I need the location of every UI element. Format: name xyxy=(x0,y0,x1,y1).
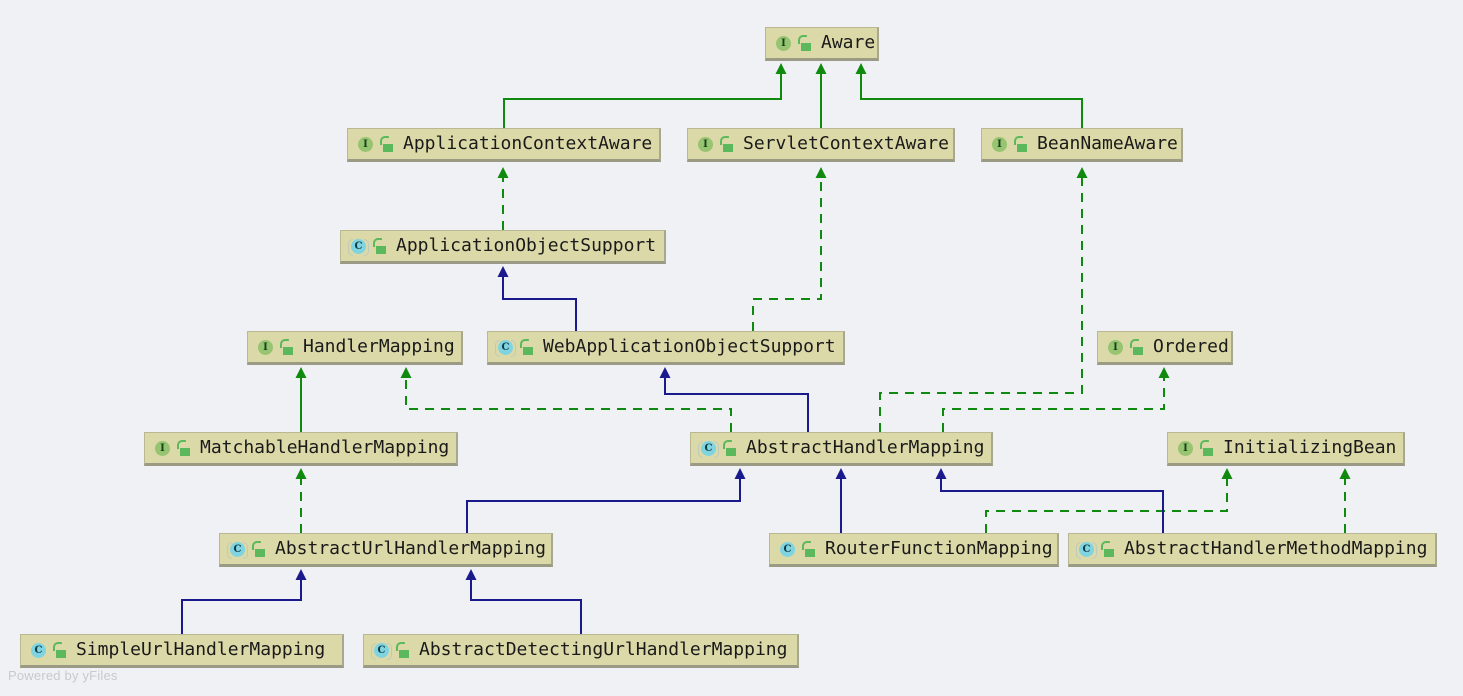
unlocked-public-icon xyxy=(53,641,67,658)
uml-node-abstractDetectingUrlHandlerMapping[interactable]: C AbstractDetectingUrlHandlerMapping xyxy=(363,634,799,668)
uml-node-applicationObjectSupport[interactable]: C ApplicationObjectSupport xyxy=(340,230,666,264)
interface-icon: I xyxy=(774,34,793,53)
edge-abstractHandlerMethodMapping-abstractHandlerMapping xyxy=(935,468,1164,533)
uml-node-label: WebApplicationObjectSupport xyxy=(543,336,836,357)
edge-webApplicationObjectSupport-servletContextAware xyxy=(752,167,827,331)
uml-node-label: AbstractUrlHandlerMapping xyxy=(275,538,546,559)
interface-icon: I xyxy=(356,135,375,154)
uml-node-label: MatchableHandlerMapping xyxy=(200,437,450,458)
type-marker: C xyxy=(351,238,366,254)
edge-abstractHandlerMapping-handlerMapping xyxy=(400,367,732,432)
type-marker: C xyxy=(701,440,716,456)
uml-node-label: RouterFunctionMapping xyxy=(825,538,1053,559)
edge-abstractHandlerMapping-ordered xyxy=(942,367,1170,432)
uml-node-label: ApplicationObjectSupport xyxy=(396,235,657,256)
unlocked-public-icon xyxy=(520,338,534,355)
uml-node-label: Aware xyxy=(821,32,876,53)
unlocked-public-icon xyxy=(380,135,394,152)
uml-node-simpleUrlHandlerMapping[interactable]: C SimpleUrlHandlerMapping xyxy=(20,634,344,668)
type-marker: I xyxy=(698,136,713,152)
interface-icon: I xyxy=(153,439,172,458)
uml-node-servletContextAware[interactable]: I ServletContextAware xyxy=(687,128,955,162)
uml-node-label: SimpleUrlHandlerMapping xyxy=(76,639,326,660)
unlocked-public-icon xyxy=(252,540,266,557)
uml-node-label: ServletContextAware xyxy=(743,133,949,154)
uml-node-handlerMapping[interactable]: I HandlerMapping xyxy=(247,331,463,365)
unlocked-public-icon xyxy=(373,237,387,254)
edge-abstractHandlerMapping-webApplicationObjectSupport xyxy=(659,367,809,432)
type-marker: I xyxy=(258,339,273,355)
uml-node-label: ApplicationContextAware xyxy=(403,133,653,154)
unlocked-public-icon xyxy=(280,338,294,355)
interface-icon: I xyxy=(990,135,1009,154)
type-marker: C xyxy=(1079,541,1094,557)
edge-abstractHandlerMapping-beanNameAware xyxy=(879,167,1088,432)
interface-icon: I xyxy=(1106,338,1125,357)
uml-node-webApplicationObjectSupport[interactable]: C WebApplicationObjectSupport xyxy=(487,331,845,365)
uml-node-initializingBean[interactable]: I InitializingBean xyxy=(1167,432,1405,466)
edge-beanNameAware-aware xyxy=(855,63,1083,128)
type-marker: I xyxy=(1178,440,1193,456)
uml-node-label: Ordered xyxy=(1153,336,1229,357)
unlocked-public-icon xyxy=(1014,135,1028,152)
abstract-class-icon: C xyxy=(348,237,369,256)
uml-node-abstractUrlHandlerMapping[interactable]: C AbstractUrlHandlerMapping xyxy=(219,533,553,567)
uml-node-beanNameAware[interactable]: I BeanNameAware xyxy=(981,128,1183,162)
uml-node-abstractHandlerMethodMapping[interactable]: C AbstractHandlerMethodMapping xyxy=(1068,533,1437,567)
class-icon: C xyxy=(778,540,797,559)
type-marker: C xyxy=(498,339,513,355)
uml-node-label: HandlerMapping xyxy=(303,336,455,357)
unlocked-public-icon xyxy=(723,439,737,456)
type-marker: C xyxy=(230,541,245,557)
edge-routerFunctionMapping-initializingBean xyxy=(985,468,1233,533)
interface-icon: I xyxy=(696,135,715,154)
type-marker: C xyxy=(780,541,795,557)
abstract-class-icon: C xyxy=(1076,540,1097,559)
edge-applicationContextAware-aware xyxy=(503,63,787,128)
type-marker: I xyxy=(358,136,373,152)
unlocked-public-icon xyxy=(1101,540,1115,557)
uml-node-ordered[interactable]: I Ordered xyxy=(1097,331,1233,365)
edge-abstractDetectingUrlHandlerMapping-abstractUrlHandlerMapping xyxy=(465,569,582,634)
uml-node-label: AbstractHandlerMethodMapping xyxy=(1124,538,1428,559)
unlocked-public-icon xyxy=(720,135,734,152)
interface-icon: I xyxy=(1176,439,1195,458)
abstract-class-icon: C xyxy=(495,338,516,357)
abstract-class-icon: C xyxy=(698,439,719,458)
type-marker: I xyxy=(1108,339,1123,355)
yfiles-watermark: Powered by yFiles xyxy=(8,668,118,683)
uml-node-label: AbstractHandlerMapping xyxy=(746,437,985,458)
edge-abstractUrlHandlerMapping-abstractHandlerMapping xyxy=(466,468,746,533)
type-marker: I xyxy=(776,35,791,51)
unlocked-public-icon xyxy=(1200,439,1214,456)
unlocked-public-icon xyxy=(177,439,191,456)
class-icon: C xyxy=(29,641,48,660)
edge-simpleUrlHandlerMapping-abstractUrlHandlerMapping xyxy=(181,569,307,634)
uml-node-label: AbstractDetectingUrlHandlerMapping xyxy=(419,639,788,660)
uml-node-aware[interactable]: I Aware xyxy=(765,27,879,61)
uml-node-abstractHandlerMapping[interactable]: C AbstractHandlerMapping xyxy=(690,432,993,466)
type-marker: C xyxy=(374,642,389,658)
abstract-class-icon: C xyxy=(227,540,248,559)
interface-icon: I xyxy=(256,338,275,357)
unlocked-public-icon xyxy=(802,540,816,557)
type-marker: C xyxy=(31,642,46,658)
uml-node-applicationContextAware[interactable]: I ApplicationContextAware xyxy=(347,128,661,162)
edge-webApplicationObjectSupport-applicationObjectSupport xyxy=(497,266,577,331)
type-marker: I xyxy=(992,136,1007,152)
abstract-class-icon: C xyxy=(371,641,392,660)
uml-node-label: BeanNameAware xyxy=(1037,133,1178,154)
uml-node-label: InitializingBean xyxy=(1223,437,1397,458)
unlocked-public-icon xyxy=(396,641,410,658)
uml-node-matchableHandlerMapping[interactable]: I MatchableHandlerMapping xyxy=(144,432,458,466)
unlocked-public-icon xyxy=(798,34,812,51)
uml-node-routerFunctionMapping[interactable]: C RouterFunctionMapping xyxy=(769,533,1059,567)
type-marker: I xyxy=(155,440,170,456)
unlocked-public-icon xyxy=(1130,338,1144,355)
